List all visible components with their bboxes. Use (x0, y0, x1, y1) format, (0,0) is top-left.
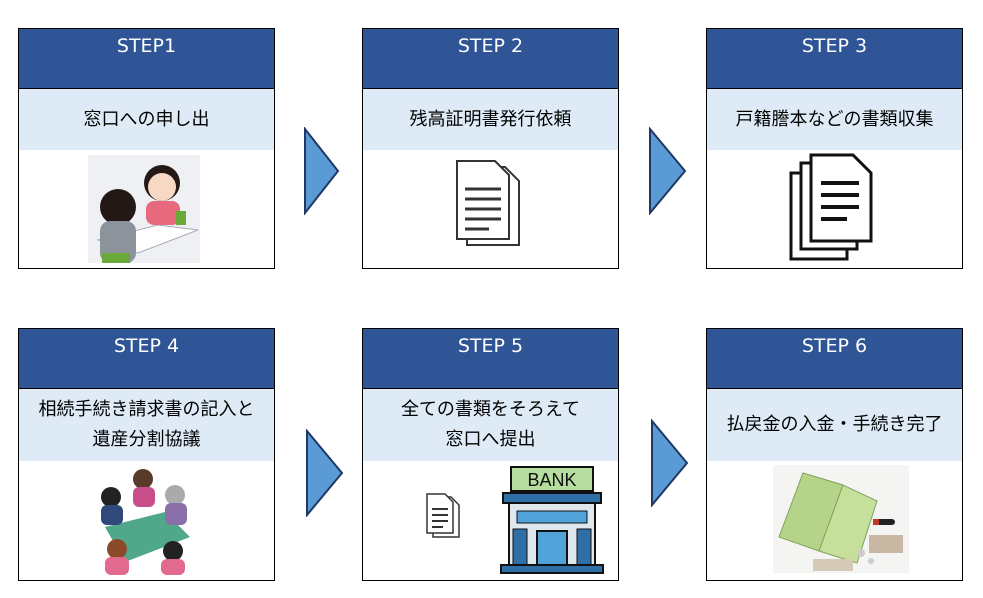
step-title: STEP 3 (707, 29, 962, 89)
step-description: 相続手続き請求書の記入と 遺産分割協議 (19, 389, 274, 461)
step-description: 窓口への申し出 (19, 89, 274, 150)
step-6-card: STEP 6 払戻金の入金・手続き完了 (706, 328, 963, 581)
step-4-card: STEP 4 相続手続き請求書の記入と 遺産分割協議 (18, 328, 275, 581)
step-title: STEP 6 (707, 329, 962, 389)
counter-consultation-illustration (88, 155, 200, 263)
step-3-card: STEP 3 戸籍謄本などの書類収集 (706, 28, 963, 269)
step-2-card: STEP 2 残高証明書発行依頼 (362, 28, 619, 269)
step-description-line: 窓口へ提出 (445, 429, 536, 450)
bank-building-illustration: BANK (500, 466, 604, 574)
flow-arrow-1-2 (304, 127, 340, 215)
flow-arrow-5-6 (651, 419, 689, 507)
step-title: STEP 4 (19, 329, 274, 389)
step-1-card: STEP1 窓口への申し出 (18, 28, 275, 269)
step-description-line: 全ての書類をそろえて (400, 399, 581, 420)
step-title: STEP 2 (363, 29, 618, 89)
bank-sign: BANK (527, 470, 576, 490)
flow-arrow-4-5 (306, 429, 344, 517)
document-icon (426, 493, 460, 538)
step-description-line: 遺産分割協議 (92, 429, 201, 450)
document-icon (456, 160, 520, 246)
family-meeting-illustration (95, 467, 193, 575)
documents-stack-icon (789, 153, 873, 261)
step-title: STEP1 (19, 29, 274, 89)
step-description-line: 相続手続き請求書の記入と (38, 399, 255, 420)
step-5-card: STEP 5 全ての書類をそろえて 窓口へ提出 BANK (362, 328, 619, 581)
flow-arrow-2-3 (649, 127, 687, 215)
step-description: 残高証明書発行依頼 (363, 89, 618, 150)
step-description: 払戻金の入金・手続き完了 (707, 389, 962, 461)
step-description: 戸籍謄本などの書類収集 (707, 89, 962, 150)
step-title: STEP 5 (363, 329, 618, 389)
step-description: 全ての書類をそろえて 窓口へ提出 (363, 389, 618, 461)
bankbook-illustration (773, 465, 909, 573)
